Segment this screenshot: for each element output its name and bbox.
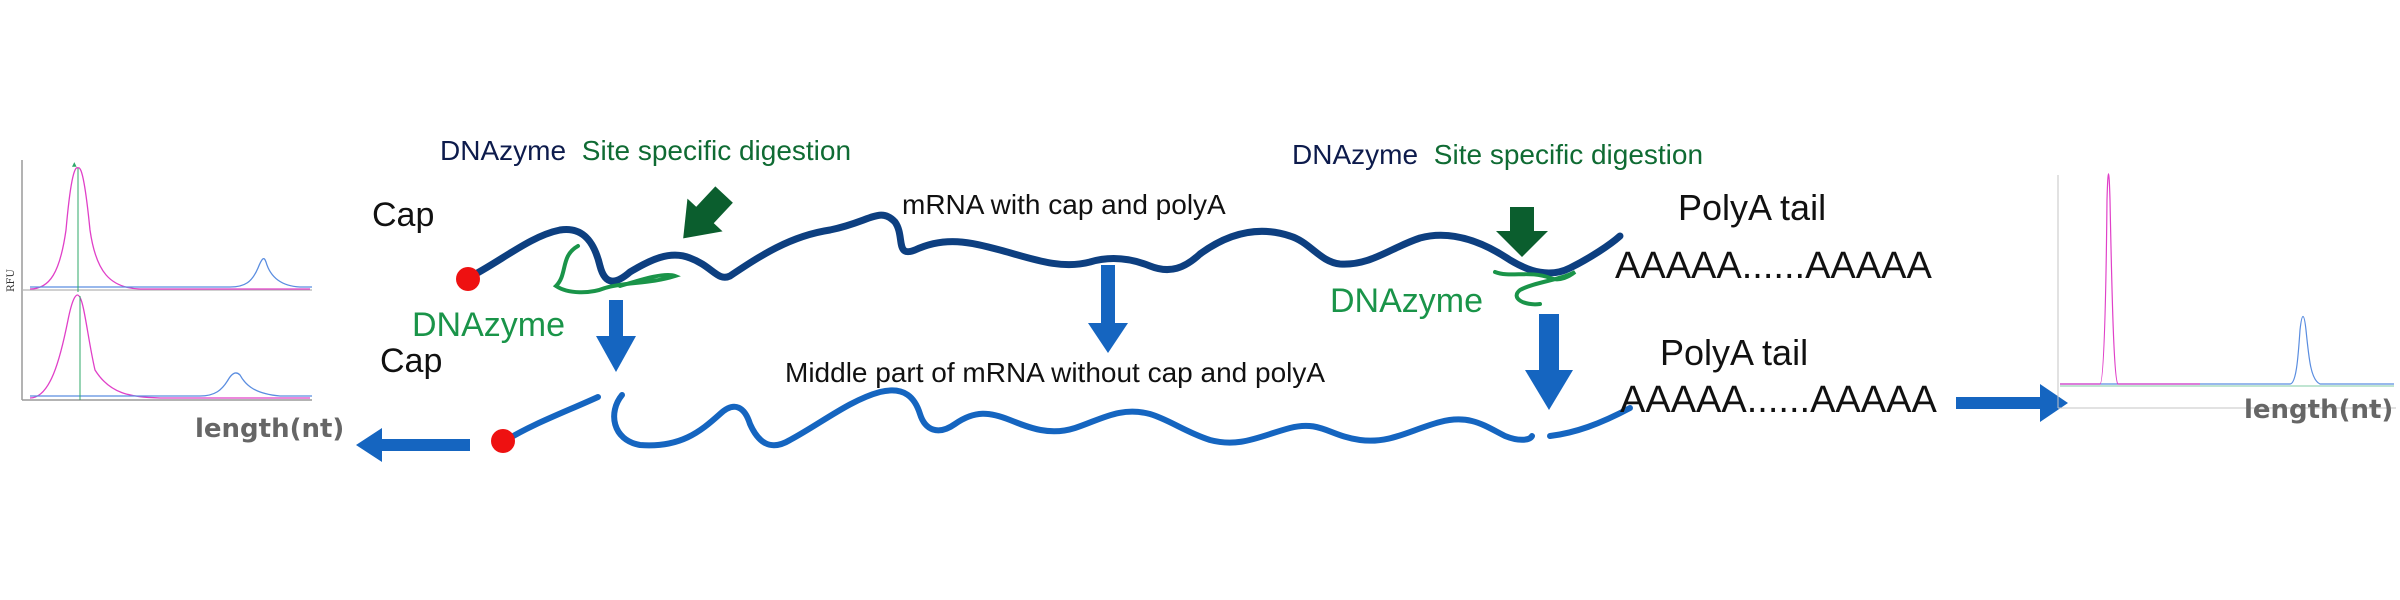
right-digest-action: Site specific digestion xyxy=(1434,139,1703,170)
polya-fragment xyxy=(1547,405,1633,439)
left-digest-title: DNAzyme Site specific digestion xyxy=(440,135,851,166)
left-arrow xyxy=(356,428,470,462)
down-arrow-right-icon xyxy=(1525,314,1573,410)
left-digest-enzyme: DNAzyme xyxy=(440,135,566,166)
right-digest-title: DNAzyme Site specific digestion xyxy=(1292,139,1703,170)
right-cut-arrow-icon xyxy=(1496,207,1548,257)
right-trace-pink xyxy=(2060,173,2200,385)
left-top-trace-blue xyxy=(30,257,312,288)
left-top-peak-tag: ▲ xyxy=(72,161,77,168)
left-chart-y-label: RFU xyxy=(6,269,17,292)
left-chart-x-label: length(nt) xyxy=(195,414,344,444)
polya-top-seq: AAAAA......AAAAA xyxy=(1615,245,1932,287)
right-chart-x-label: length(nt) xyxy=(2244,395,2393,425)
dnazyme-strand-left xyxy=(552,244,681,295)
dnazyme-strand-right xyxy=(1493,270,1577,307)
down-arrow-left-icon xyxy=(596,300,636,372)
right-electropherogram: length(nt) xyxy=(2057,173,2396,425)
cap-label-bottom: Cap xyxy=(380,342,442,380)
left-bottom-trace-blue xyxy=(30,372,312,397)
polya-bottom-seq: AAAAA......AAAAA xyxy=(1620,379,1937,421)
mrna-middle-label: Middle part of mRNA without cap and poly… xyxy=(785,357,1325,388)
mrna-full-label: mRNA with cap and polyA xyxy=(902,189,1226,220)
left-bottom-trace-pink xyxy=(29,294,310,399)
polya-bottom-title: PolyA tail xyxy=(1660,332,1808,373)
down-arrow-middle-icon xyxy=(1088,265,1128,353)
right-digest-enzyme: DNAzyme xyxy=(1292,139,1418,170)
left-electropherogram: ▲ RFU length(nt) xyxy=(6,160,344,444)
dnazyme-label-right: DNAzyme xyxy=(1330,282,1483,320)
middle-fragment xyxy=(611,387,1535,449)
cap-dot-bottom-icon xyxy=(491,429,515,453)
right-arrow xyxy=(1956,384,2068,422)
polya-top-title: PolyA tail xyxy=(1678,187,1826,228)
left-top-trace-pink xyxy=(29,167,310,290)
cap-dot-top-icon xyxy=(456,267,480,291)
left-digest-action: Site specific digestion xyxy=(582,135,851,166)
dnazyme-label-left: DNAzyme xyxy=(412,306,565,344)
cap-fragment xyxy=(502,394,601,444)
cap-label-top: Cap xyxy=(372,196,434,234)
right-trace-blue xyxy=(2060,315,2394,385)
full-mrna-strand xyxy=(464,211,1624,285)
left-cut-arrow-icon xyxy=(683,186,733,239)
